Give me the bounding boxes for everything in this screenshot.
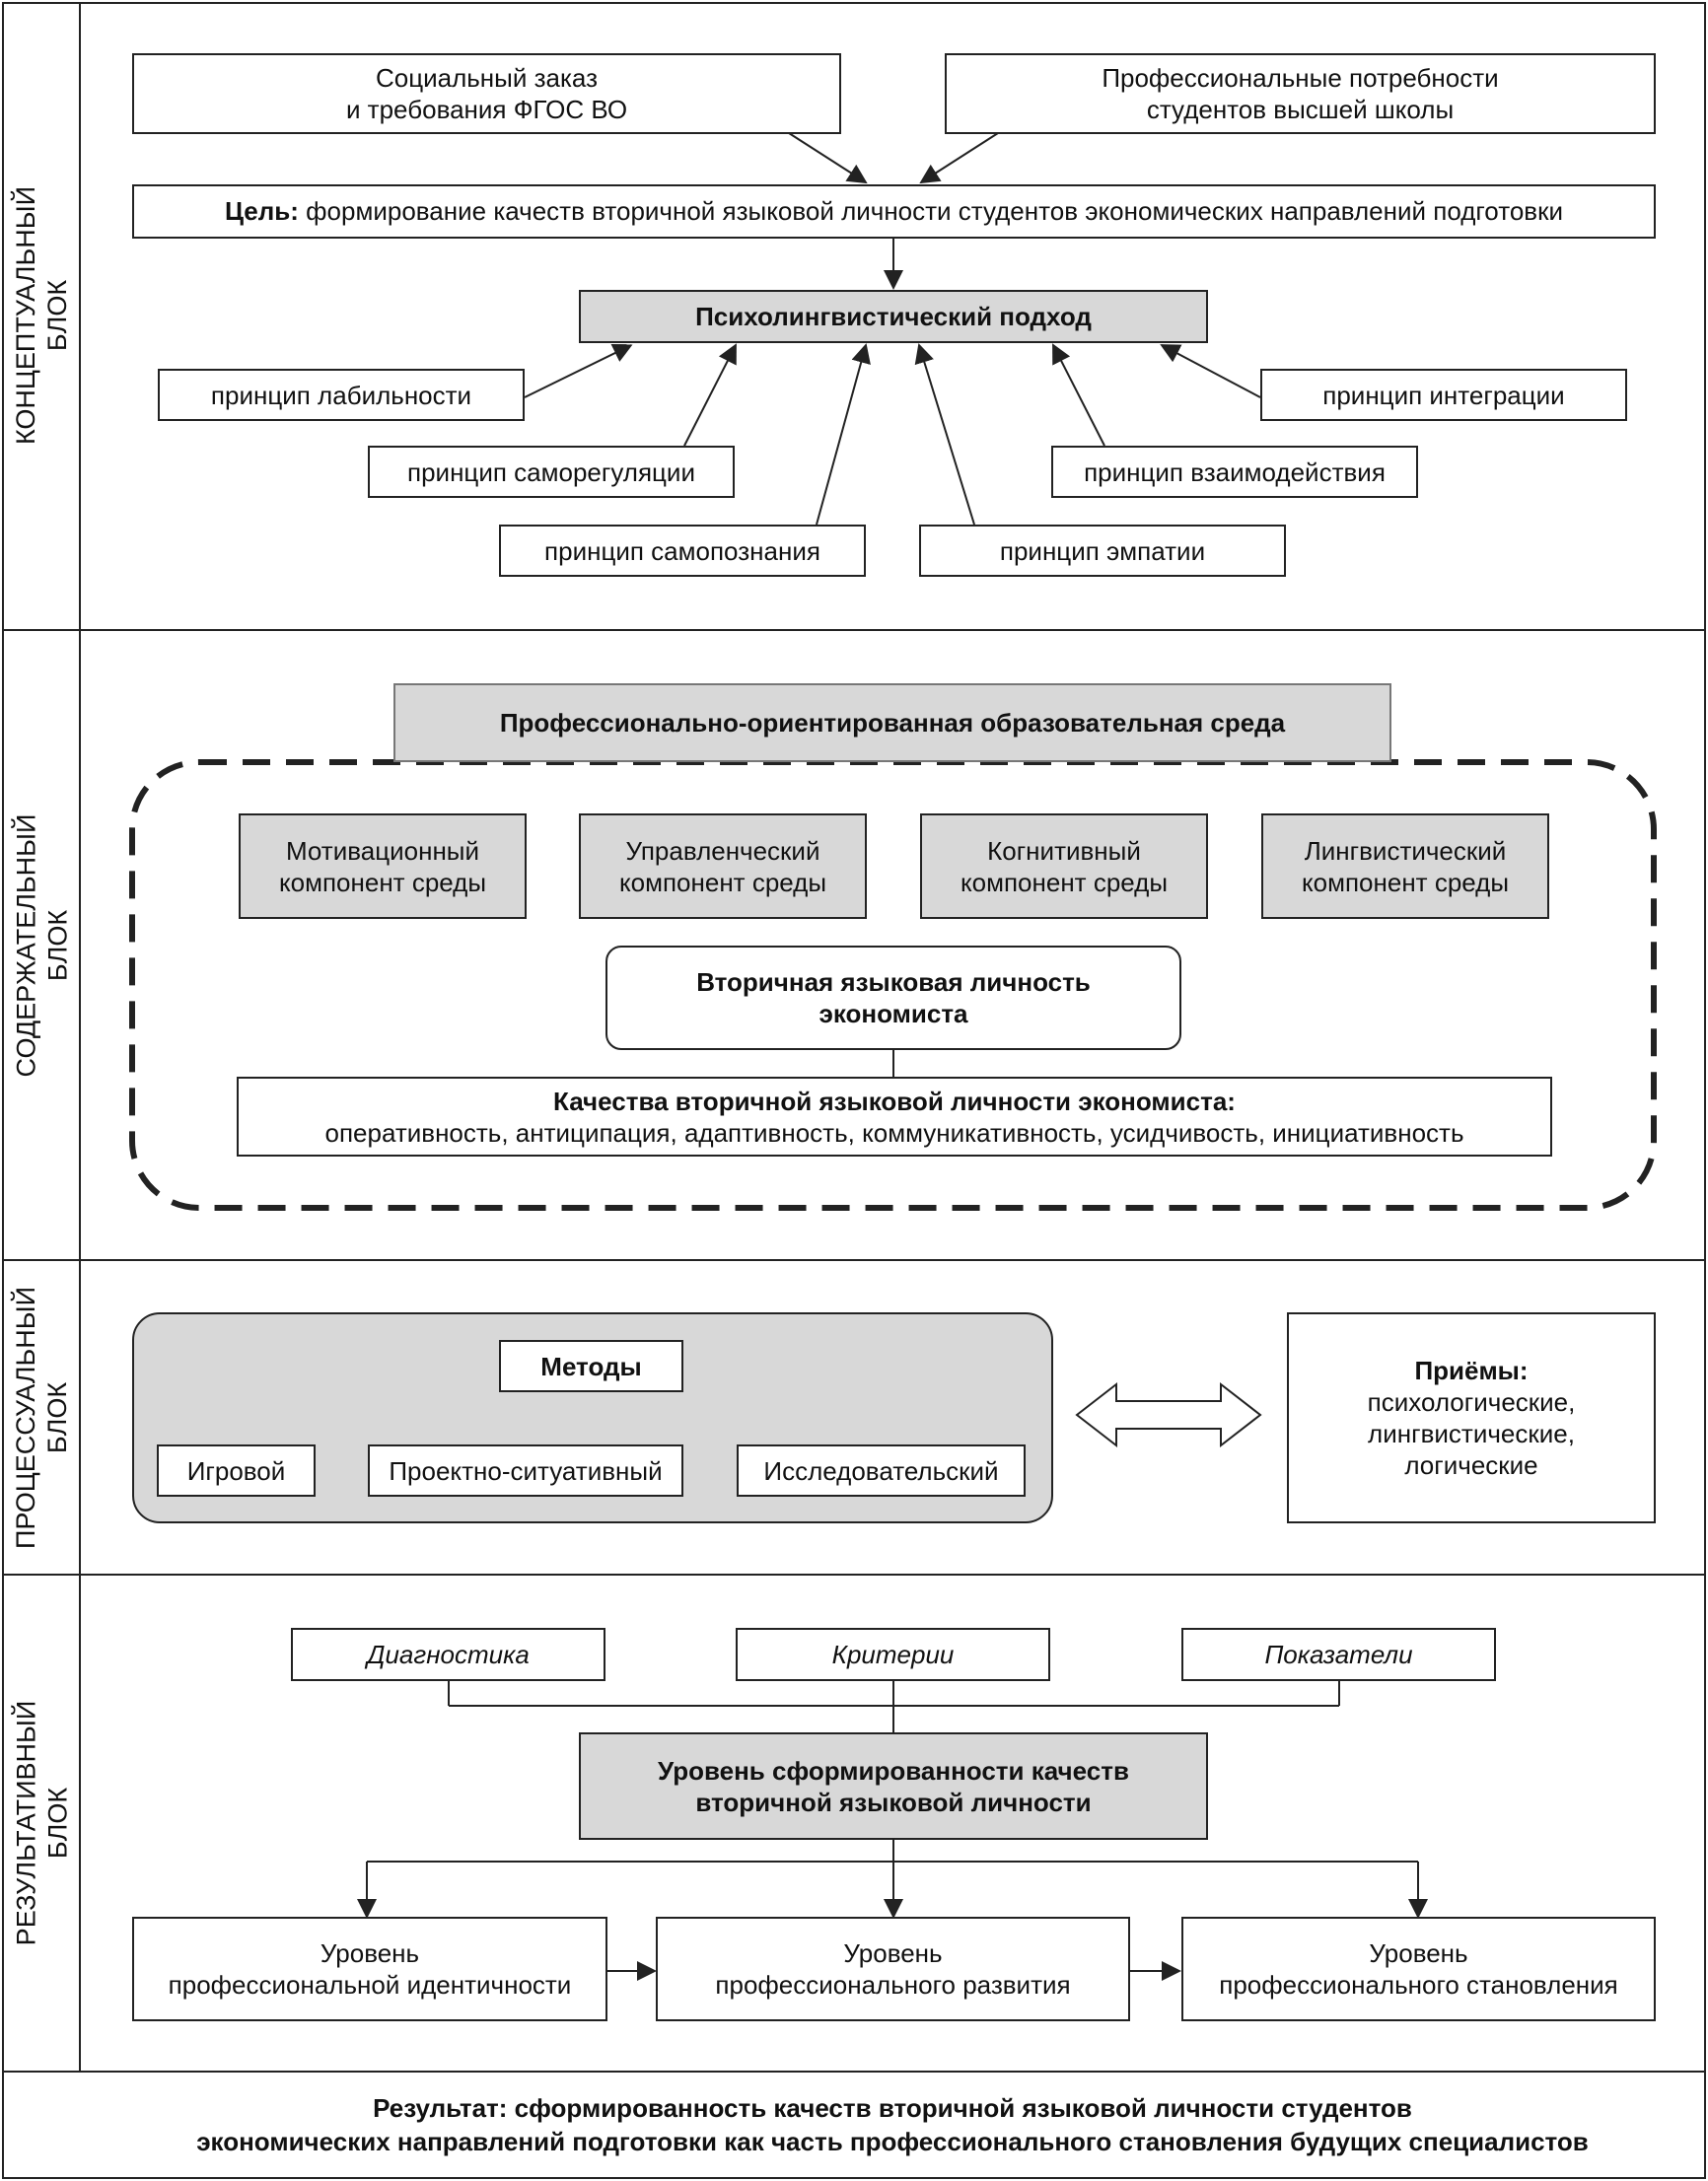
qualities-title: Качества вторичной языковой личности эко…	[553, 1086, 1236, 1116]
techniques-title: Приёмы:	[1414, 1356, 1529, 1385]
result-label: Результат	[373, 2093, 499, 2123]
arrow-social-to-goal	[788, 132, 868, 184]
arrow-integration	[1160, 344, 1261, 398]
result-footer: Результат: сформированность качеств втор…	[81, 2073, 1704, 2177]
techniques-box: Приёмы: психологические, лингвистические…	[1287, 1312, 1656, 1523]
qualities-list: оперативность, антиципация, адаптивность…	[324, 1117, 1464, 1148]
label-column-divider	[79, 2, 81, 2073]
psycholinguistic-approach-box: Психолингвистический подход	[579, 290, 1208, 343]
double-arrow-methods-techniques	[1075, 1381, 1262, 1448]
method-research: Исследовательский	[737, 1444, 1026, 1497]
method-game: Игровой	[157, 1444, 316, 1497]
block-divider-4	[2, 2071, 1706, 2073]
methods-box: Методы	[499, 1340, 683, 1392]
goal-box: Цель: формирование качеств вторичной язы…	[132, 184, 1656, 239]
arrow-self-regulation	[683, 343, 737, 447]
arrow-self-knowledge	[816, 343, 871, 526]
arrow-interaction	[1052, 343, 1105, 447]
principle-integration: принцип интеграции	[1260, 369, 1627, 421]
principle-self-knowledge: принцип самопознания	[499, 525, 866, 577]
block-divider-3	[2, 1574, 1706, 1576]
qualities-box: Качества вторичной языковой личности эко…	[237, 1077, 1552, 1157]
arrow-needs-to-goal	[919, 132, 999, 184]
result-line1: : сформированность качеств вторичной язы…	[498, 2093, 1412, 2123]
block-divider-1	[2, 629, 1706, 631]
principle-self-regulation: принцип саморегуляции	[368, 446, 735, 498]
goal-text: формирование качеств вторичной языковой …	[298, 196, 1563, 226]
arrow-empathy	[914, 343, 975, 526]
indicators-box: Показатели	[1181, 1628, 1496, 1681]
arrow-lability	[524, 343, 633, 398]
educational-environment-box: Профессионально-ориентированная образова…	[393, 683, 1391, 762]
method-project-situational: Проектно-ситуативный	[368, 1444, 683, 1497]
goal-label: Цель:	[225, 196, 299, 226]
criteria-box: Критерии	[736, 1628, 1050, 1681]
principle-lability: принцип лабильности	[158, 369, 525, 421]
block-divider-2	[2, 1259, 1706, 1261]
principle-interaction: принцип взаимодействия	[1051, 446, 1418, 498]
result-line2: экономических направлений подготовки как…	[196, 2127, 1589, 2156]
principle-empathy: принцип эмпатии	[919, 525, 1286, 577]
diagnostics-box: Диагностика	[291, 1628, 605, 1681]
